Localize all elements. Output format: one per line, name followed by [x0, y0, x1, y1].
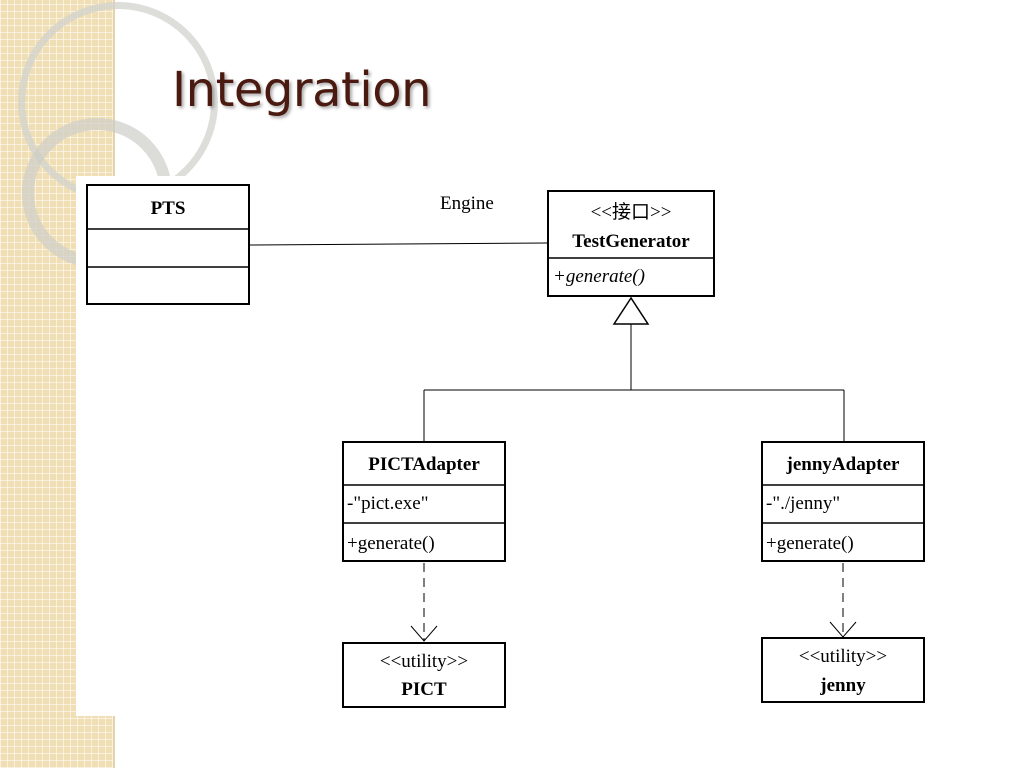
class-pts: PTS [86, 184, 250, 305]
dependency-arrow-pict [410, 563, 438, 642]
class-test-generator: <<接口>> TestGenerator +generate() [547, 190, 715, 297]
association-line [248, 242, 549, 246]
test-generator-name: TestGenerator [572, 231, 690, 252]
pict-adapter-name: PICTAdapter [368, 454, 480, 475]
association-label: Engine [440, 193, 494, 214]
pict-stereotype: <<utility>> [380, 651, 468, 672]
dependency-arrow-jenny [829, 563, 857, 638]
class-jenny-adapter: jennyAdapter -"./jenny" +generate() [761, 441, 925, 562]
class-jenny: <<utility>> jenny [761, 637, 925, 703]
class-pict: <<utility>> PICT [342, 642, 506, 708]
test-generator-operation: +generate() [553, 266, 645, 287]
jenny-adapter-name: jennyAdapter [786, 454, 901, 475]
class-pict-adapter: PICTAdapter -"pict.exe" +generate() [342, 441, 506, 562]
pict-adapter-operation: +generate() [347, 533, 435, 554]
class-pts-name: PTS [151, 198, 186, 219]
jenny-stereotype: <<utility>> [799, 646, 887, 667]
jenny-name: jenny [819, 675, 866, 696]
jenny-adapter-attribute: -"./jenny" [766, 493, 840, 514]
pict-name: PICT [401, 679, 447, 700]
generalization-arrow [423, 296, 845, 442]
slide-title: Integration [172, 62, 432, 118]
pict-adapter-attribute: -"pict.exe" [347, 493, 428, 514]
jenny-adapter-operation: +generate() [766, 533, 854, 554]
test-generator-stereotype: <<接口>> [591, 201, 672, 223]
